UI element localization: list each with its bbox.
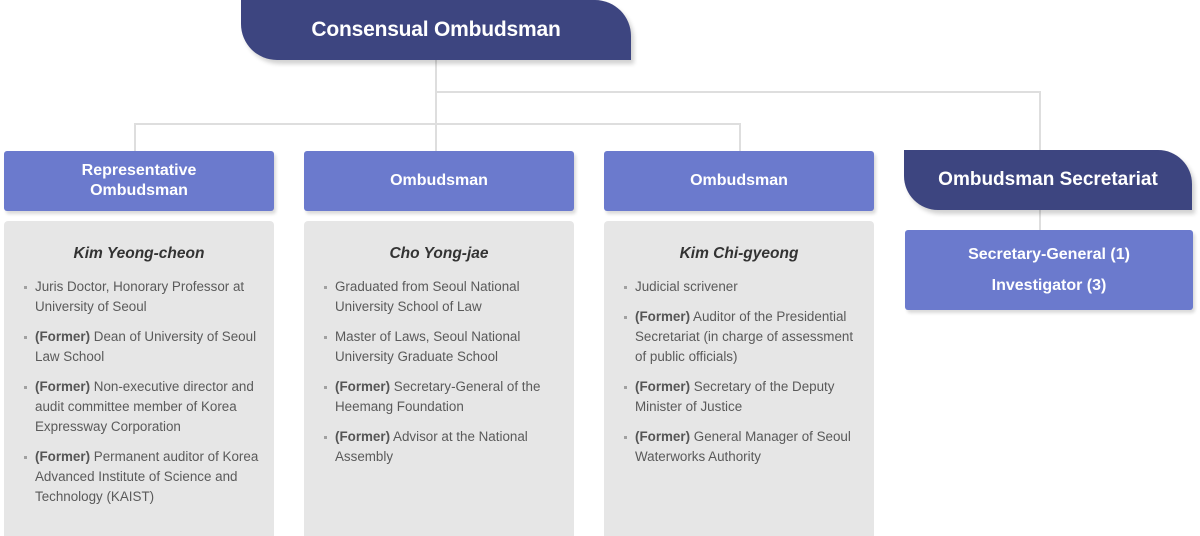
bio-text: Graduated from Seoul National University… <box>335 279 520 314</box>
bio-text: Secretary of the Deputy Minister of Just… <box>635 379 835 414</box>
bullet-icon <box>624 386 627 389</box>
connector-ombudsman-bar <box>134 123 741 125</box>
connector-drop-col2 <box>435 123 437 151</box>
connector-secretariat-branch <box>435 91 1041 93</box>
bullet-icon <box>624 286 627 289</box>
bio-list: Graduated from Seoul National University… <box>324 277 560 467</box>
former-prefix: (Former) <box>635 429 691 444</box>
bio-text: Permanent auditor of Korea Advanced Inst… <box>35 449 259 504</box>
bio-item: Master of Laws, Seoul National Universit… <box>324 327 560 367</box>
header-label: Representative Ombudsman <box>81 162 197 199</box>
bio-item: Judicial scrivener <box>624 277 860 297</box>
ombudsman-name: Cho Yong-jae <box>389 245 489 262</box>
former-prefix: (Former) <box>635 379 691 394</box>
bio-item: (Former) Secretary of the Deputy Ministe… <box>624 377 860 417</box>
consensual-ombudsman-node: Consensual Ombudsman <box>241 0 631 60</box>
secretary-general-label: Secretary-General (1) <box>968 246 1130 263</box>
connector-secretariat-drop <box>1039 91 1041 151</box>
ombudsman-secretariat-node: Ombudsman Secretariat <box>904 150 1192 210</box>
bullet-icon <box>24 286 27 289</box>
header-representative-ombudsman: Representative Ombudsman <box>4 151 274 211</box>
connector-secretariat-sub <box>1039 210 1041 230</box>
bio-text: Dean of University of Seoul Law School <box>35 329 257 364</box>
secretariat-members-box: Secretary-General (1) Investigator (3) <box>905 230 1193 310</box>
ombudsman-name: Kim Yeong-cheon <box>73 245 205 262</box>
bio-item: (Former) Secretary-General of the Heeman… <box>324 377 560 417</box>
bio-item: Juris Doctor, Honorary Professor at Univ… <box>24 277 260 317</box>
bullet-icon <box>324 286 327 289</box>
bio-item: (Former) Advisor at the National Assembl… <box>324 427 560 467</box>
former-prefix: (Former) <box>35 329 91 344</box>
bio-text: Auditor of the Presidential Secretariat … <box>635 309 854 364</box>
ombudsman-profile-panel-2: Cho Yong-jae Graduated from Seoul Nation… <box>304 221 574 536</box>
bio-text: General Manager of Seoul Waterworks Auth… <box>635 429 851 464</box>
bio-item: (Former) Non-executive director and audi… <box>24 377 260 437</box>
connector-drop-col1 <box>134 123 136 151</box>
bullet-icon <box>324 386 327 389</box>
bio-item: (Former) Auditor of the Presidential Sec… <box>624 307 860 367</box>
bio-item: Graduated from Seoul National University… <box>324 277 560 317</box>
bullet-icon <box>324 436 327 439</box>
ombudsman-profile-panel-3: Kim Chi-gyeong Judicial scrivener (Forme… <box>604 221 874 536</box>
bullet-icon <box>324 336 327 339</box>
bullet-icon <box>24 336 27 339</box>
bio-item: (Former) General Manager of Seoul Waterw… <box>624 427 860 467</box>
bio-text: Advisor at the National Assembly <box>335 429 528 464</box>
former-prefix: (Former) <box>35 449 91 464</box>
bullet-icon <box>24 386 27 389</box>
former-prefix: (Former) <box>35 379 91 394</box>
bio-text: Master of Laws, Seoul National Universit… <box>335 329 521 364</box>
bio-list: Juris Doctor, Honorary Professor at Univ… <box>24 277 260 507</box>
bullet-icon <box>624 316 627 319</box>
bio-text: Juris Doctor, Honorary Professor at Univ… <box>35 279 245 314</box>
former-prefix: (Former) <box>335 379 391 394</box>
header-ombudsman-2: Ombudsman <box>304 151 574 211</box>
investigator-label: Investigator (3) <box>991 277 1107 294</box>
bio-text: Non-executive director and audit committ… <box>35 379 254 434</box>
former-prefix: (Former) <box>635 309 691 324</box>
bullet-icon <box>24 456 27 459</box>
header-ombudsman-3: Ombudsman <box>604 151 874 211</box>
bio-text: Secretary-General of the Heemang Foundat… <box>335 379 541 414</box>
bio-item: (Former) Permanent auditor of Korea Adva… <box>24 447 260 507</box>
bio-list: Judicial scrivener (Former) Auditor of t… <box>624 277 860 467</box>
connector-drop-col3 <box>739 123 741 151</box>
bio-item: (Former) Dean of University of Seoul Law… <box>24 327 260 367</box>
former-prefix: (Former) <box>335 429 391 444</box>
bio-text: Judicial scrivener <box>635 279 738 294</box>
ombudsman-name: Kim Chi-gyeong <box>679 245 799 262</box>
ombudsman-profile-panel-1: Kim Yeong-cheon Juris Doctor, Honorary P… <box>4 221 274 536</box>
bullet-icon <box>624 436 627 439</box>
connector-top-vertical <box>435 58 437 123</box>
